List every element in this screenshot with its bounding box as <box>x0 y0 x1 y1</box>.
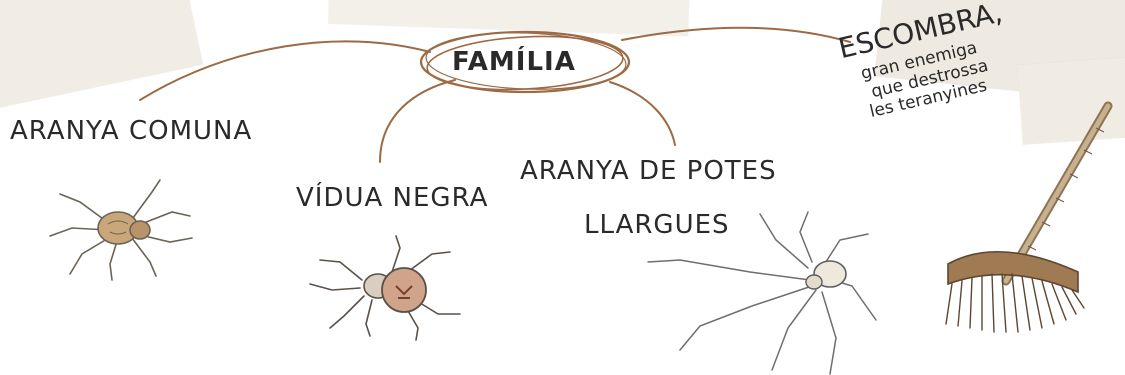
black-widow-icon <box>309 235 461 341</box>
long-legged-spider-icon <box>647 211 877 375</box>
center-label: FAMÍLIA <box>452 47 576 77</box>
common-spider-icon <box>49 179 193 281</box>
label-aranya-potes-line2: LLARGUES <box>584 210 730 240</box>
branch-escombra <box>621 26 851 43</box>
label-vidua-negra: VÍDUA NEGRA <box>296 183 489 213</box>
center-oval <box>419 30 631 94</box>
branch-vidua-negra <box>379 79 456 163</box>
branch-aranya-potes <box>609 81 676 146</box>
broom-icon <box>945 101 1113 333</box>
label-aranya-potes-line1: ARANYA DE POTES <box>520 156 777 186</box>
label-aranya-comuna: ARANYA COMUNA <box>10 116 253 146</box>
branch-aranya-comuna <box>139 40 431 101</box>
